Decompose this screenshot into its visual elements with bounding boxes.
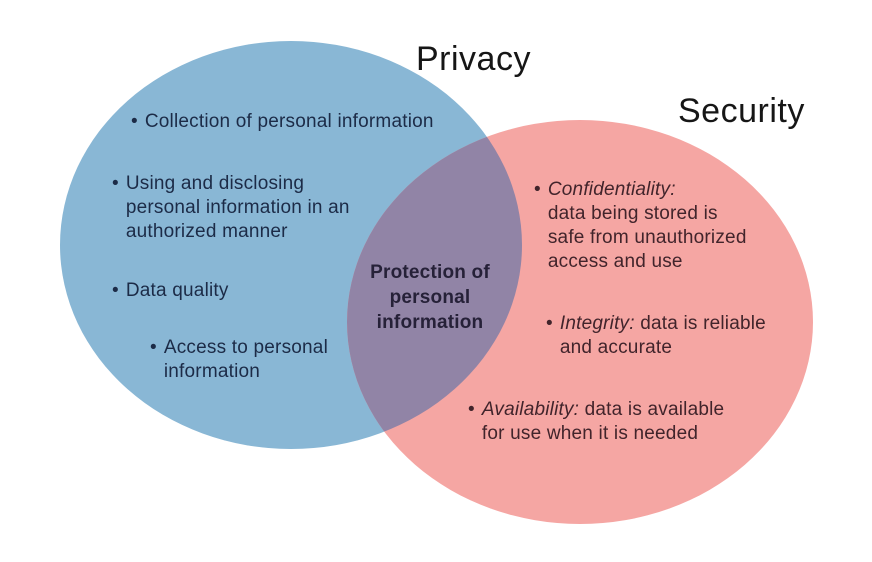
bullet-icon: • — [112, 173, 119, 194]
item-line: personal information in an — [125, 197, 350, 218]
item-line: Access to personal — [163, 337, 328, 358]
item-line: Using and disclosing — [125, 173, 305, 194]
item-line: Data quality — [125, 280, 229, 301]
item-line: Confidentiality: — [548, 178, 747, 202]
item-line: and accurate — [559, 337, 673, 358]
privacy-item-collection: • Collection of personal information — [131, 110, 434, 134]
privacy-item-access: • Access to personal information — [150, 336, 328, 384]
item-line: data being stored is — [547, 203, 718, 224]
bullet-icon: • — [150, 337, 157, 358]
item-text: data is reliable — [634, 313, 766, 334]
security-item-availability: • Availability: data is available for us… — [468, 398, 724, 446]
security-item-integrity: • Integrity: data is reliable and accura… — [546, 312, 766, 360]
item-line: safe from unauthorized — [547, 227, 747, 248]
security-item-confidentiality: • Confidentiality: data being stored is … — [534, 178, 747, 274]
privacy-heading: Privacy — [416, 40, 531, 78]
bullet-icon: • — [112, 280, 119, 301]
item-line: information — [163, 361, 261, 382]
item-term: Integrity: — [559, 313, 635, 334]
item-line: Availability: data is available — [482, 398, 724, 422]
security-heading: Security — [678, 92, 805, 130]
item-text: data is available — [579, 399, 725, 420]
bullet-icon: • — [534, 179, 541, 200]
bullet-icon: • — [468, 399, 475, 420]
privacy-item-data-quality: • Data quality — [112, 279, 229, 303]
privacy-item-using-disclosing: • Using and disclosing personal informat… — [112, 172, 350, 244]
item-line: authorized manner — [125, 221, 288, 242]
item-term: Availability: — [481, 399, 580, 420]
overlap-label: Protection of personal information — [344, 260, 516, 335]
bullet-icon: • — [546, 313, 553, 334]
item-line: Integrity: data is reliable — [560, 312, 766, 336]
item-line: access and use — [547, 251, 683, 272]
item-line: Collection of personal information — [144, 111, 434, 132]
bullet-icon: • — [131, 111, 138, 132]
overlap-line: information — [376, 312, 484, 333]
overlap-line: personal — [389, 287, 471, 308]
overlap-line: Protection of — [370, 262, 490, 283]
item-line: for use when it is needed — [481, 423, 699, 444]
item-term: Confidentiality: — [547, 179, 676, 200]
